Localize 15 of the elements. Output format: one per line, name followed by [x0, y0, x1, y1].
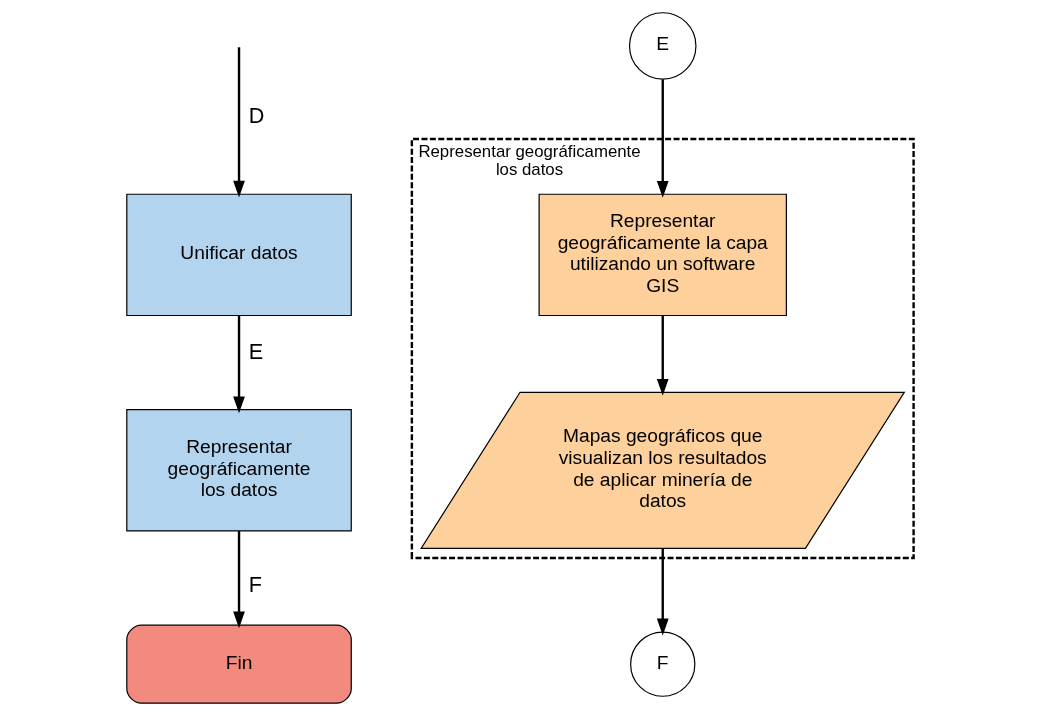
edge-label: F — [248, 572, 262, 598]
arrow — [232, 531, 245, 629]
node-box: Fin — [125, 624, 352, 704]
arrow — [656, 79, 669, 198]
arrow — [656, 548, 669, 636]
arrow — [656, 316, 669, 396]
node-circle: E — [628, 12, 696, 80]
node-box: Representar geográficamente los datos — [125, 409, 352, 532]
node-circle: F — [629, 631, 695, 697]
edge-label: E — [248, 339, 263, 365]
node-box: Unificar datos — [125, 193, 352, 317]
arrow — [232, 47, 245, 198]
node-box: Representar geográficamente la capa utilizando un software GIS — [538, 193, 787, 317]
arrow — [232, 316, 245, 414]
edge-label: D — [248, 102, 264, 128]
